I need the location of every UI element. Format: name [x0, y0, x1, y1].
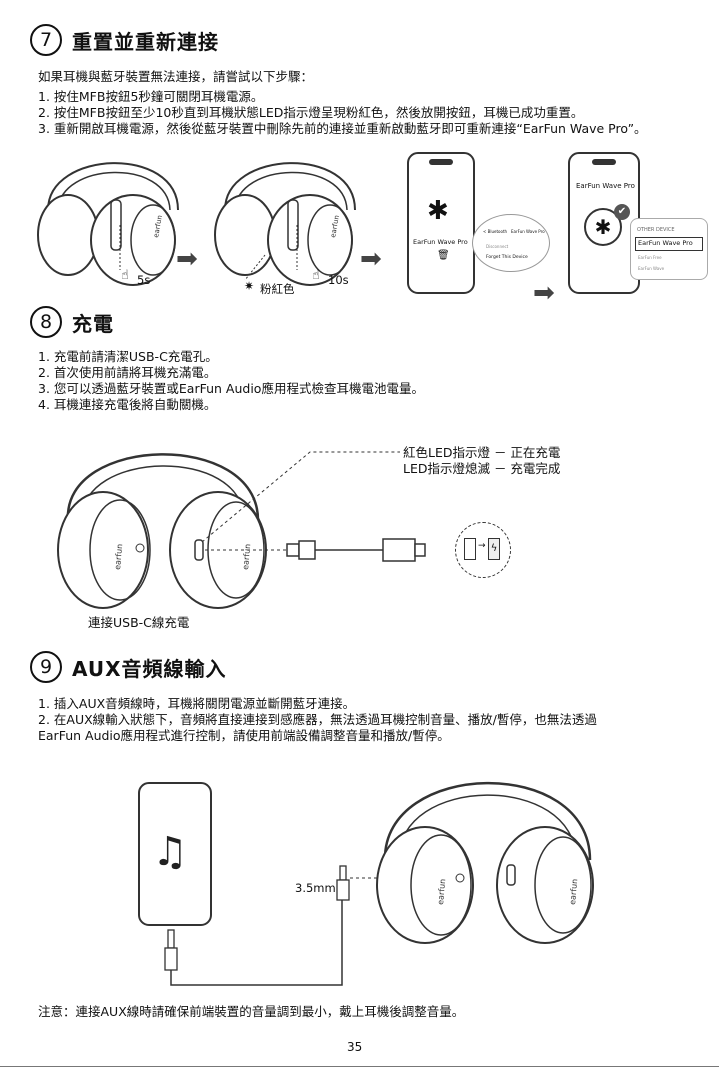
music-phone: ♫ [138, 782, 212, 926]
list-header: OTHER DEVICE [637, 227, 675, 233]
section9-step-2: 2. 在AUX線輸入狀態下，音頻將直接連接到感應器，無法透過耳機控制音量、播放/… [38, 712, 597, 727]
section9-header: 9 AUX音頻線輸入 [30, 651, 227, 683]
popup-forget-device: Forget This Device [486, 255, 528, 260]
page-number: 35 [347, 1040, 363, 1054]
section7-number: 7 [30, 24, 62, 56]
list-item-1: EarFun Wave Pro [638, 239, 693, 247]
list-item-selected [635, 237, 703, 251]
section8-number: 8 [30, 306, 62, 338]
list-item-3: EarFun Wave [638, 266, 665, 271]
section7-intro: 如果耳機與藍牙裝置無法連接，請嘗試以下步驟： [38, 69, 314, 84]
popup-title: EarFun Wave Pro [511, 229, 545, 234]
section9-number: 9 [30, 651, 62, 683]
arrow-icon: → [478, 541, 486, 551]
check-icon: ✔ [614, 204, 630, 220]
section9-step-2-cont: EarFun Audio應用程式進行控制，請使用前端設備調整音量和播放/暫停。 [38, 728, 450, 743]
section7-step-2: 2. 按住MFB按鈕至少10秒直到耳機狀態LED指示燈呈現粉紅色，然後放開按鈕，… [38, 105, 584, 120]
forget-popup: < Bluetooth EarFun Wave Pro Disconnect F… [472, 214, 550, 272]
headphone-illustration-1: earfun [37, 162, 179, 286]
section8-step-4: 4. 耳機連接充電後將自動關機。 [38, 397, 217, 412]
section8-title: 充電 [72, 311, 114, 336]
cable-size-label: 3.5mm [295, 881, 336, 895]
section8-step-1: 1. 充電前請清潔USB-C充電孔。 [38, 349, 218, 364]
section7-step-1: 1. 按住MFB按鈕5秒鐘可關閉耳機電源。 [38, 89, 264, 104]
charging-icon-circle: → ϟ [455, 522, 511, 578]
section9-title: AUX音頻線輸入 [72, 656, 227, 681]
section7-title: 重置並重新連接 [72, 29, 219, 54]
aux-plug-top [336, 865, 350, 901]
trash-icon: 🗑 [437, 250, 450, 261]
phone1-device-name: EarFun Wave Pro [413, 238, 468, 246]
bluetooth-icon-2: ✱ [584, 208, 622, 246]
label-pink: 粉紅色 [260, 282, 295, 296]
aux-cable [164, 900, 343, 986]
charging-caption: 連接USB-C線充電 [88, 615, 190, 630]
usb-c-cable [205, 538, 426, 562]
phone2-device-name: EarFun Wave Pro [576, 182, 635, 190]
phone-mockup-1: ✱ EarFun Wave Pro 🗑 [407, 152, 475, 294]
brand-mark-1: earfun [152, 214, 164, 238]
music-note-icon: ♫ [152, 829, 188, 875]
bluetooth-icon-1: ✱ [427, 196, 449, 226]
section9-step-1: 1. 插入AUX音頻線時，耳機將關閉電源並斷開藍牙連接。 [38, 696, 356, 711]
led-light-icon: ✷ [244, 279, 255, 293]
footer-rule [0, 1066, 719, 1067]
headphone-illustration-2: earfun [214, 162, 356, 286]
led-off-status: LED指示燈熄滅 － 充電完成 [403, 461, 561, 476]
arrow-right-icon-3: ➡ [533, 278, 555, 308]
brand-mark-5: earfun [436, 878, 447, 905]
press-hand-icon-2: ☝ [312, 268, 320, 283]
brand-mark-3: earfun [113, 543, 124, 570]
list-item-2: EarFun Free [638, 255, 662, 260]
aux-note: 注意：連接AUX線時請確保前端裝置的音量調到最小，戴上耳機後調整音量。 [38, 1004, 465, 1019]
press-hand-icon-1: ☝ [121, 268, 129, 283]
headphone-aux-illustration: earfun earfun [376, 781, 594, 944]
section7-step-3: 3. 重新開啟耳機電源，然後從藍牙裝置中刪除先前的連接並重新啟動藍牙即可重新連接… [38, 121, 647, 136]
brand-mark-2: earfun [329, 214, 341, 238]
label-10s: 10s [328, 273, 349, 287]
arrow-right-icon-1: ➡ [176, 244, 198, 274]
popup-back-link: < Bluetooth [483, 229, 508, 234]
led-callout-line [201, 451, 400, 543]
led-red-status: 紅色LED指示燈 － 正在充電 [403, 445, 561, 460]
label-5s: 5s [137, 273, 151, 287]
section8-step-2: 2. 首次使用前請將耳機充滿電。 [38, 365, 217, 380]
battery-charging-icon: ϟ [488, 538, 500, 560]
section8-header: 8 充電 [30, 306, 114, 338]
brand-mark-4: earfun [241, 543, 252, 570]
device-list-zoom: OTHER DEVICE EarFun Wave Pro EarFun Free… [630, 218, 708, 280]
section7-header: 7 重置並重新連接 [30, 24, 219, 56]
battery-empty-icon [464, 538, 476, 560]
section8-step-3: 3. 您可以透過藍牙裝置或EarFun Audio應用程式檢查耳機電池電量。 [38, 381, 424, 396]
phone-notch-2 [592, 159, 616, 165]
popup-disconnect: Disconnect [486, 244, 509, 249]
arrow-right-icon-2: ➡ [360, 244, 382, 274]
brand-mark-6: earfun [568, 878, 579, 905]
phone-notch-1 [429, 159, 453, 165]
